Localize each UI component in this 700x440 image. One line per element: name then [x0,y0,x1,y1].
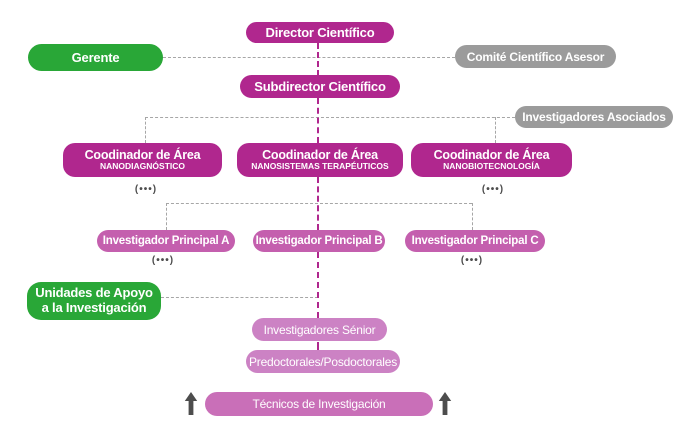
up-arrow-icon-right [438,392,452,415]
coordinator-title: Coodinador de Área [262,147,378,162]
coordinator-title: Coodinador de Área [84,147,201,162]
node-unidades-apoyo: Unidades de Apoyo a la Investigación [27,282,161,320]
ellipsis-principal-a: (•••) [151,255,175,266]
ellipsis-coordinator-3: (•••) [481,184,505,195]
connector-bracket-right-drop [495,117,496,143]
coordinator-subtitle: NANOBIOTECNOLOGÍA [443,161,540,172]
up-arrow-icon-left [184,392,198,415]
node-tecnicos-investigacion: Técnicos de Investigación [205,392,433,416]
node-gerente: Gerente [28,44,163,71]
coordinator-subtitle: NANOSISTEMAS TERAPÉUTICOS [251,161,389,172]
coordinator-subtitle: NANODIAGNÓSTICO [100,161,185,172]
node-subdirector-cientifico: Subdirector Científico [240,75,400,98]
coordinator-title: Coodinador de Área [433,147,550,162]
node-coordinador-nanosistemas: Coodinador de Área NANOSISTEMAS TERAPÉUT… [237,143,403,177]
connector-subdirector-coordinator [317,98,319,143]
ellipsis-coordinator-1: (•••) [134,184,158,195]
connector-unidades [161,297,318,298]
node-predoctorales-posdoctorales: Predoctorales/Posdoctorales [246,350,400,373]
node-director-cientifico: Director Científico [246,22,394,43]
node-investigador-principal-b: Investigador Principal B [253,230,385,252]
connector-bracket-left-drop [145,117,146,143]
ellipsis-principal-c: (•••) [460,255,484,266]
connector-senior-predoc [317,342,319,350]
node-investigador-principal-a: Investigador Principal A [97,230,235,252]
unidades-line-2: a la Investigación [41,300,147,315]
node-investigador-principal-c: Investigador Principal C [405,230,545,252]
connector-director-subdirector [317,43,319,76]
unidades-line-1: Unidades de Apoyo [35,285,153,301]
node-comite-cientifico-asesor: Comité Científico Asesor [455,45,616,68]
node-investigadores-asociados: Investigadores Asociados [515,106,673,128]
node-investigadores-senior: Investigadores Sénior [252,318,387,341]
connector-coordinator-principal [317,177,319,230]
connector-principal-senior [317,252,319,318]
connector-principals-left-drop [166,203,167,230]
connector-coordinators-bracket [145,117,515,118]
node-coordinador-nanobiotecnologia: Coodinador de Área NANOBIOTECNOLOGÍA [411,143,572,177]
node-coordinador-nanodiagnostico: Coodinador de Área NANODIAGNÓSTICO [63,143,222,177]
connector-principals-bracket [166,203,472,204]
connector-principals-right-drop [472,203,473,230]
connector-gerente-comite [163,57,455,58]
